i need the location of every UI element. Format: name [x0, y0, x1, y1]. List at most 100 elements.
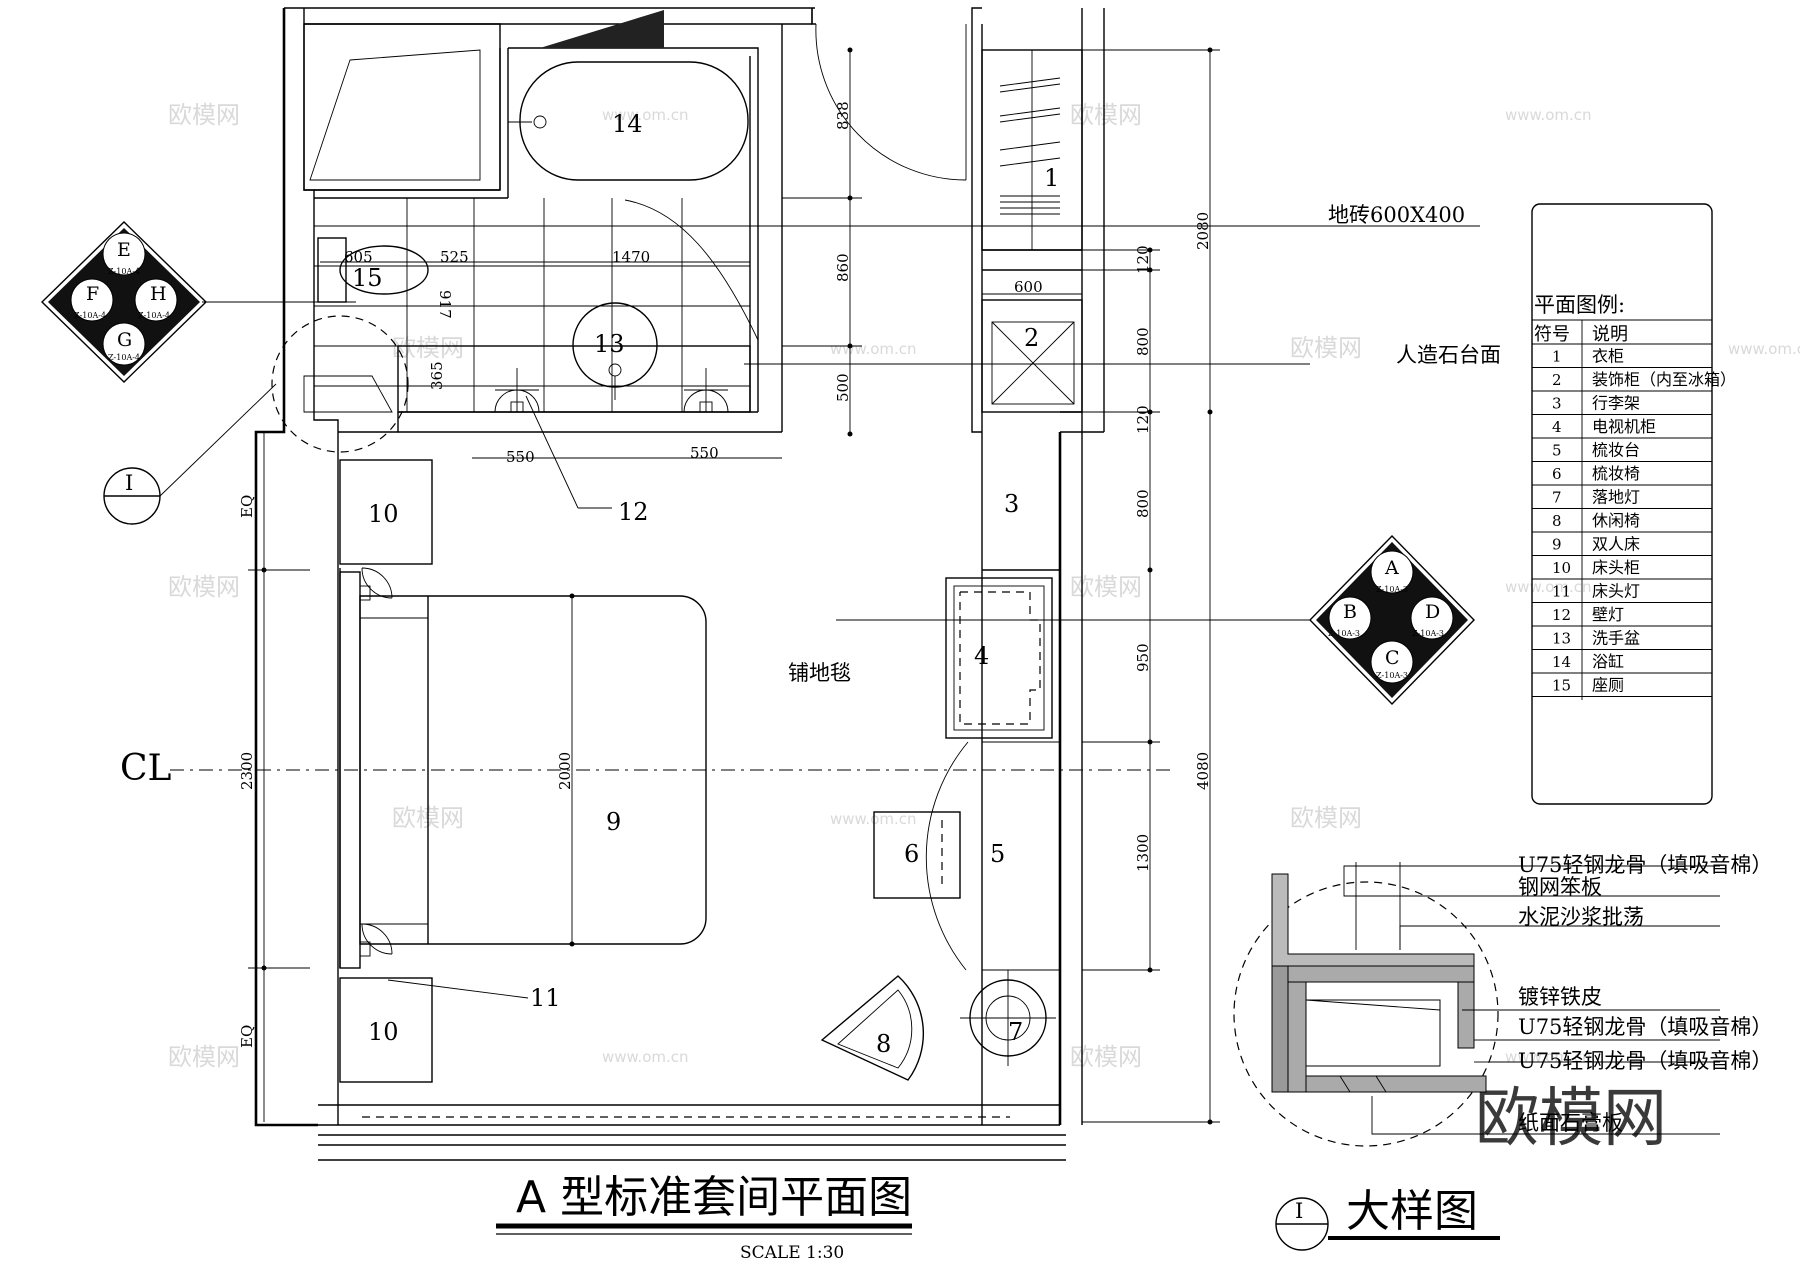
bed: [339, 459, 707, 1083]
detail-label: 水泥沙浆批荡: [1518, 905, 1644, 929]
detail-label: U75轻钢龙骨（填吸音棉）: [1518, 1049, 1772, 1073]
dim-2080: 2080: [1194, 212, 1212, 250]
detail-label: 钢网笨板: [1518, 875, 1602, 899]
dim-500: 500: [834, 373, 852, 402]
dim-550-right: 550: [690, 444, 719, 462]
dim-120: 120: [1134, 245, 1152, 274]
dim-4080: 4080: [1194, 752, 1212, 790]
legend-symbol: 4: [1552, 418, 1562, 436]
index-ref: Z-10A-4: [108, 267, 140, 276]
legend-description: 衣柜: [1592, 347, 1624, 366]
item-number: 12: [618, 498, 649, 526]
dim-917: 917: [436, 290, 454, 319]
item-number: 5: [990, 840, 1005, 868]
watermark-url: www.om.cn: [1505, 106, 1592, 124]
legend-symbol: 12: [1552, 606, 1571, 624]
dim-800: 800: [1134, 489, 1152, 518]
item-number: 3: [1004, 490, 1019, 518]
item-number: 4: [974, 642, 989, 670]
watermark-url: www.om.cn: [830, 810, 917, 828]
dim-605: 605: [344, 248, 373, 266]
watermark-brand: 欧模网: [1070, 101, 1142, 129]
watermark-brand: 欧模网: [168, 1043, 240, 1071]
legend-symbol: 5: [1552, 442, 1562, 460]
item-number: 9: [606, 808, 621, 836]
drawing-title: A 型标准套间平面图: [516, 1172, 912, 1223]
legend-description: 电视机柜: [1592, 417, 1656, 436]
annotation-floor-tile: 地砖600X400: [1328, 203, 1465, 227]
legend-symbol: 15: [1552, 677, 1571, 695]
dim-860: 860: [834, 253, 852, 282]
legend-description: 壁灯: [1592, 605, 1624, 624]
index-letter-h: H: [150, 283, 167, 305]
item-number: 11: [530, 984, 561, 1012]
legend-description: 行李架: [1592, 394, 1640, 413]
watermark-url: www.om.cn: [830, 340, 917, 358]
index-ref: Z-10A-3: [1376, 671, 1408, 680]
bathroom-fixtures: [271, 23, 759, 453]
legend-description: 双人床: [1592, 535, 1640, 554]
item-number: 7: [1008, 1018, 1023, 1046]
dim-bed-2000: 2000: [556, 752, 574, 790]
centerline-mark: CL: [120, 748, 172, 789]
index-ref: Z-10A-3: [1412, 629, 1444, 638]
item-number: 1: [1044, 164, 1059, 192]
detail-label: 镀锌铁皮: [1518, 985, 1602, 1009]
walls: [254, 7, 1105, 1161]
legend-description: 浴缸: [1592, 652, 1624, 671]
drawing-scale: SCALE 1:30: [740, 1243, 844, 1263]
dim-950: 950: [1134, 643, 1152, 672]
item-number: 13: [594, 330, 625, 358]
legend-symbol: 9: [1552, 536, 1562, 554]
dim-eq-bottom: EQ: [238, 1025, 256, 1048]
index-letter-c: C: [1385, 647, 1400, 669]
title-block: A 型标准套间平面图 SCALE 1:30 I 大样图: [496, 1172, 1500, 1263]
legend-symbol: 11: [1552, 583, 1571, 601]
annotation-stone-top: 人造石台面: [1396, 343, 1501, 367]
item-number: 10: [368, 500, 399, 528]
index-letter-f: F: [86, 283, 99, 305]
legend-symbol: 7: [1552, 489, 1562, 507]
legend-symbol: 6: [1552, 465, 1562, 483]
legend-symbol: 1: [1552, 348, 1562, 366]
dimension-lines: [248, 49, 1220, 1123]
legend-symbol: 10: [1552, 559, 1571, 577]
item-number: 6: [904, 840, 919, 868]
dimension-labels: 838 860 500 120 800 120 800 950 1300 208…: [238, 101, 1212, 1048]
index-ref: Z-10A-4: [138, 311, 170, 320]
detail-label: U75轻钢龙骨（填吸音棉）: [1518, 853, 1772, 877]
watermark-brand: 欧模网: [1290, 334, 1362, 362]
watermark-url: www.om.cn: [1505, 578, 1592, 596]
dimension-ticks: [261, 47, 1213, 1125]
watermark-brand: 欧模网: [392, 334, 464, 362]
item-number: 15: [352, 264, 383, 292]
index-letter-g: G: [117, 329, 132, 351]
legend-symbol: 2: [1552, 371, 1562, 389]
item-number: 8: [876, 1030, 891, 1058]
watermark-brand: 欧模网: [168, 573, 240, 601]
watermark-url: www.om.cn: [602, 1048, 689, 1066]
index-ref: Z-10A-3: [1328, 629, 1360, 638]
dim-1300: 1300: [1134, 834, 1152, 872]
legend-description: 洗手盆: [1592, 629, 1640, 648]
index-letter-e: E: [117, 239, 131, 261]
item-number: 2: [1024, 324, 1039, 352]
legend-description: 装饰柜（内至冰箱）: [1592, 370, 1736, 389]
legend-title: 平面图例:: [1534, 293, 1625, 317]
dim-1470: 1470: [612, 248, 650, 266]
room-numbers: 1 2 3 4 5 6 7 8 9 10 10 11 12 13 14 15: [352, 110, 1059, 1058]
index-letter-d: D: [1425, 601, 1440, 623]
dim-800: 800: [1134, 327, 1152, 356]
section-marker-label: I: [125, 471, 133, 495]
watermark-url: www.om.cn: [1505, 1048, 1592, 1066]
legend-description: 床头灯: [1592, 582, 1640, 601]
watermark-url: www.om.cn: [1728, 340, 1800, 358]
dim-120: 120: [1134, 405, 1152, 434]
wardrobe: [820, 49, 1083, 1081]
entry-door: [815, 23, 967, 181]
annotation-carpet: 铺地毯: [788, 661, 851, 685]
watermark-brand: 欧模网: [168, 101, 240, 129]
index-ref: Z-10A-4: [108, 353, 140, 362]
